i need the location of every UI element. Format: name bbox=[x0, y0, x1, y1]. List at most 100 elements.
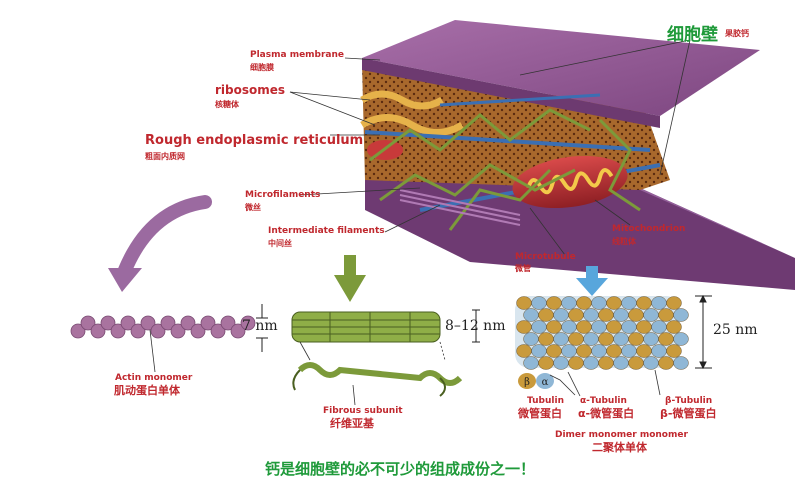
tubulin-subunit bbox=[561, 320, 577, 334]
tubulin-subunit bbox=[606, 344, 622, 358]
actin-bead bbox=[140, 315, 156, 331]
tubulin-subunit bbox=[606, 296, 622, 310]
tubulin-subunit bbox=[568, 356, 584, 370]
tubulin-subunit bbox=[516, 344, 532, 358]
rough-er-label: Rough endoplasmic reticulum bbox=[145, 133, 364, 148]
microtubule-rod-1 bbox=[364, 130, 651, 152]
plasma-membrane-label: Plasma membrane bbox=[250, 50, 345, 60]
actin-width-label: 7 nm bbox=[242, 318, 278, 334]
actin-filament bbox=[70, 315, 256, 339]
actin-bead bbox=[180, 315, 196, 331]
beta-tubulin-label: β-Tubulin bbox=[665, 396, 713, 406]
tubulin-subunit bbox=[673, 356, 689, 370]
tubulin-subunit bbox=[658, 332, 674, 346]
intermediate-filament-bundle bbox=[291, 311, 463, 397]
actin-bead bbox=[190, 323, 206, 339]
intermediate-width-label: 8–12 nm bbox=[445, 318, 506, 334]
tubulin-subunit bbox=[568, 332, 584, 346]
tubulin-subunit bbox=[628, 356, 644, 370]
tubulin-subunit bbox=[516, 296, 532, 310]
alpha-glyph: α bbox=[542, 377, 549, 388]
tubulin-subunit bbox=[666, 344, 682, 358]
beta-tubulin-label-zh: β-微管蛋白 bbox=[660, 407, 717, 420]
mitochondrion-label-zh: 线粒体 bbox=[612, 237, 636, 246]
tubulin-subunit bbox=[561, 344, 577, 358]
tubulin-subunit bbox=[531, 320, 547, 334]
mitochondrion-shape bbox=[512, 155, 628, 209]
tubulin-subunit bbox=[523, 356, 539, 370]
tubulin-subunit bbox=[613, 332, 629, 346]
tubulin-subunit bbox=[576, 296, 592, 310]
tubulin-subunit bbox=[591, 296, 607, 310]
rough-er-folds bbox=[360, 90, 464, 136]
tubulin-subunit bbox=[651, 296, 667, 310]
tubulin-label-zh: 微管蛋白 bbox=[518, 407, 562, 420]
tubulin-subunit bbox=[621, 320, 637, 334]
microtubule-label: Microtubule bbox=[515, 252, 576, 262]
tubulin-subunit bbox=[658, 308, 674, 322]
tubulin-subunit bbox=[576, 344, 592, 358]
tubulin-subunit bbox=[546, 320, 562, 334]
microtubule-width-label: 25 nm bbox=[713, 322, 758, 338]
fibrous-subunit-label: Fibrous subunit bbox=[323, 406, 403, 416]
microtubule-cylinder bbox=[515, 296, 689, 370]
plasma-membrane-sheet bbox=[362, 20, 760, 116]
tubulin-subunit bbox=[621, 296, 637, 310]
fibrous-subunit-label-zh: 纤维亚基 bbox=[330, 417, 374, 430]
microfilaments-label-zh: 微丝 bbox=[245, 203, 261, 212]
tubulin-subunit bbox=[643, 356, 659, 370]
cell-wall-subtitle: 果胶钙 bbox=[725, 29, 749, 38]
tubulin-subunit bbox=[673, 332, 689, 346]
ribosomes-label: ribosomes bbox=[215, 83, 286, 97]
alpha-tubulin-label-zh: α-微管蛋白 bbox=[578, 407, 635, 420]
actin-bead bbox=[170, 323, 186, 339]
microfilaments-label: Microfilaments bbox=[245, 190, 321, 200]
dimer-label-zh: 二聚体单体 bbox=[592, 441, 647, 454]
actin-bead bbox=[230, 323, 246, 339]
tubulin-subunit bbox=[583, 356, 599, 370]
tubulin-dimer-glyph: β α bbox=[518, 373, 554, 389]
tubulin-subunit bbox=[538, 356, 554, 370]
tubulin-subunit bbox=[613, 356, 629, 370]
tubulin-subunit bbox=[628, 308, 644, 322]
actin-bead bbox=[240, 315, 256, 331]
tubulin-subunit bbox=[598, 308, 614, 322]
tubulin-subunit bbox=[636, 344, 652, 358]
tubulin-subunit bbox=[576, 320, 592, 334]
tubulin-subunit bbox=[621, 344, 637, 358]
tubulin-subunit bbox=[658, 356, 674, 370]
microtubule-label-zh: 微管 bbox=[515, 264, 531, 273]
actin-bead bbox=[150, 323, 166, 339]
actin-bead bbox=[130, 323, 146, 339]
mitochondrion-label: Mitochondrion bbox=[612, 224, 686, 234]
tubulin-label: Tubulin bbox=[527, 396, 564, 406]
tubulin-subunit bbox=[643, 308, 659, 322]
actin-bead bbox=[100, 315, 116, 331]
footer-caption: 钙是细胞壁的必不可少的组成成份之一！ bbox=[264, 460, 535, 478]
beta-glyph: β bbox=[524, 377, 530, 388]
intermediate-filaments-label: Intermediate filaments bbox=[268, 226, 385, 236]
intermediate-filaments-label-zh: 中间丝 bbox=[268, 239, 292, 248]
tubulin-subunit bbox=[531, 344, 547, 358]
actin-arrow bbox=[108, 195, 212, 292]
tubulin-subunit bbox=[568, 308, 584, 322]
tubulin-subunit bbox=[591, 344, 607, 358]
actin-monomer-label-zh: 肌动蛋白单体 bbox=[114, 384, 180, 397]
tubulin-subunit bbox=[666, 320, 682, 334]
actin-monomer-label: Actin monomer bbox=[115, 373, 193, 383]
intermediate-dimension-marker bbox=[472, 309, 480, 343]
microtubule-arrow bbox=[576, 266, 608, 296]
cell-block-illustration bbox=[360, 20, 795, 290]
tubulin-subunit bbox=[636, 296, 652, 310]
actin-bead bbox=[200, 315, 216, 331]
tubulin-subunit bbox=[591, 320, 607, 334]
alpha-tubulin-label: α-Tubulin bbox=[580, 396, 627, 406]
tubulin-subunit bbox=[538, 308, 554, 322]
leader-lines bbox=[289, 39, 691, 256]
tubulin-subunit bbox=[598, 356, 614, 370]
actin-bead bbox=[160, 315, 176, 331]
actin-bead bbox=[220, 315, 236, 331]
tubulin-subunit bbox=[651, 344, 667, 358]
dimer-label: Dimer monomer monomer bbox=[555, 430, 688, 440]
actin-bead bbox=[70, 323, 86, 339]
